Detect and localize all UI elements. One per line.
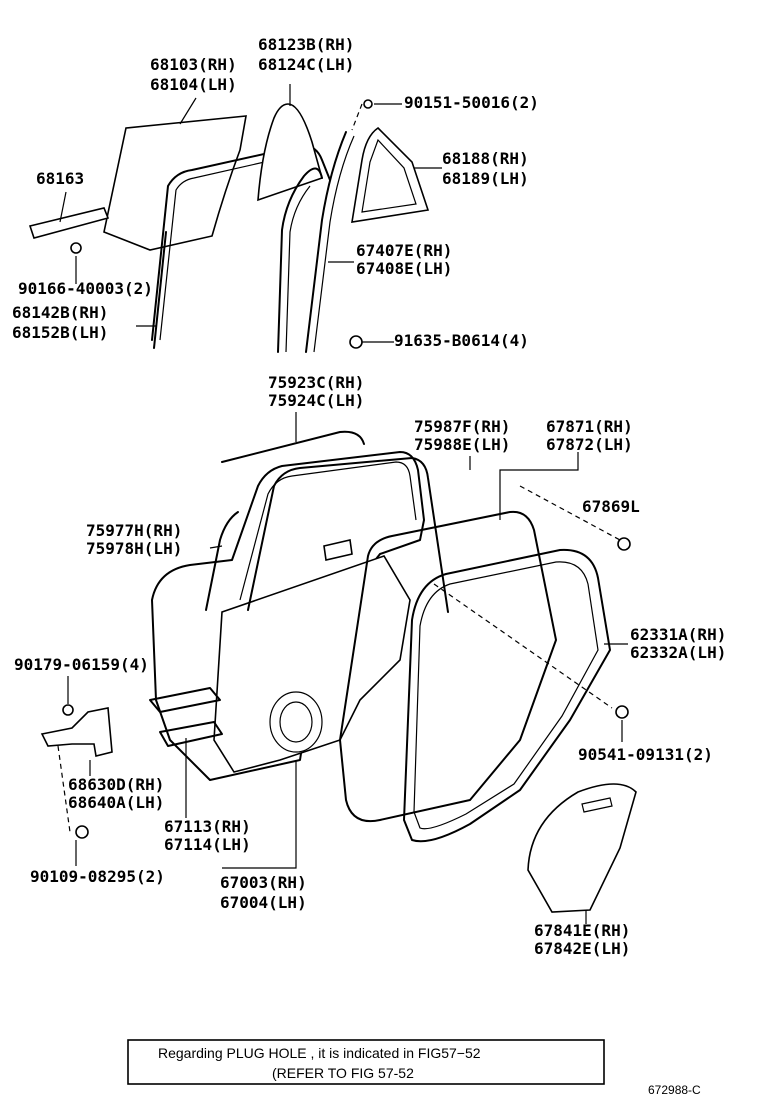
label-75987: 75987F(RH) — [414, 417, 510, 436]
label-75924: 75924C(LH) — [268, 391, 364, 410]
label-67003: 67003(RH) — [220, 873, 307, 892]
label-67872: 67872(LH) — [546, 435, 633, 454]
label-67842: 67842E(LH) — [534, 939, 630, 958]
service-hole-cover — [527, 783, 637, 913]
door-weatherstrip — [403, 548, 611, 843]
label-68124: 68124C(LH) — [258, 55, 354, 74]
label-68640: 68640A(LH) — [68, 793, 164, 812]
screw-icon — [70, 242, 82, 254]
note-box — [127, 1039, 605, 1085]
door-inner-panel — [213, 555, 411, 773]
division-weatherstrip — [305, 131, 347, 353]
quarter-glass — [257, 103, 323, 202]
label-62332: 62332A(LH) — [630, 643, 726, 662]
label-67407: 67407E(RH) — [356, 241, 452, 260]
label-67113: 67113(RH) — [164, 817, 251, 836]
speaker-hole — [269, 691, 323, 753]
division-weatherstrip-inner — [313, 135, 355, 353]
door-weatherstrip-inner — [413, 561, 599, 830]
label-90541: 90541-09131(2) — [578, 745, 713, 764]
cover-slot — [581, 797, 613, 813]
label-68142: 68142B(RH) — [12, 303, 108, 322]
leader-line — [209, 545, 223, 549]
dashed-leader — [351, 103, 363, 131]
label-68189: 68189(LH) — [442, 169, 529, 188]
glass-run-frame — [151, 144, 331, 341]
clip-icon — [615, 705, 629, 719]
rear-lower-channel — [153, 231, 167, 349]
pillar-moulding — [205, 511, 239, 611]
division-bar-inner — [285, 185, 311, 353]
door-outer-panel — [151, 451, 425, 781]
bolt-icon — [75, 825, 89, 839]
label-68103: 68103(RH) — [150, 55, 237, 74]
door-weatherstrip-outer — [339, 510, 557, 822]
rocker-moulding — [149, 687, 221, 713]
label-90151: 90151-50016(2) — [404, 93, 539, 112]
clip-icon — [617, 537, 631, 551]
label-68123: 68123B(RH) — [258, 35, 354, 54]
label-67004: 67004(LH) — [220, 893, 307, 912]
note-line-2: (REFER TO FIG 57-52 — [272, 1065, 414, 1081]
label-67841: 67841E(RH) — [534, 921, 630, 940]
leader-line — [499, 452, 579, 520]
quarter-window — [351, 126, 430, 223]
inside-handle — [323, 539, 353, 561]
label-90109: 90109-08295(2) — [30, 867, 165, 886]
label-68188: 68188(RH) — [442, 149, 529, 168]
label-75977: 75977H(RH) — [86, 521, 182, 540]
rocker-moulding-2 — [159, 721, 223, 747]
belt-moulding-upper — [221, 430, 365, 463]
speaker-hole-inner — [279, 701, 313, 743]
door-glass-run — [247, 457, 449, 613]
label-67871: 67871(RH) — [546, 417, 633, 436]
label-67408: 67408E(LH) — [356, 259, 452, 278]
bolt-icon — [62, 704, 74, 716]
label-90179: 90179-06159(4) — [14, 655, 149, 674]
leader-line — [59, 191, 67, 223]
label-75988: 75988E(LH) — [414, 435, 510, 454]
door-glass — [103, 115, 247, 251]
label-67869: 67869L — [582, 497, 640, 516]
label-68630: 68630D(RH) — [68, 775, 164, 794]
window-lower-strip — [28, 207, 110, 239]
leader-line — [179, 97, 197, 125]
label-75923: 75923C(RH) — [268, 373, 364, 392]
label-75978: 75978H(LH) — [86, 539, 182, 558]
door-frame — [239, 461, 417, 601]
label-90166: 90166-40003(2) — [18, 279, 153, 298]
screw-icon — [363, 99, 373, 109]
door-check — [40, 707, 113, 757]
label-67114: 67114(LH) — [164, 835, 251, 854]
division-bar — [277, 167, 323, 353]
note-line-1: Regarding PLUG HOLE , it is indicated in… — [158, 1045, 481, 1061]
label-62331: 62331A(RH) — [630, 625, 726, 644]
quarter-window-inner — [361, 138, 417, 213]
dashed-leader — [519, 485, 621, 541]
label-68163: 68163 — [36, 169, 84, 188]
label-91635: 91635-B0614(4) — [394, 331, 529, 350]
label-68152: 68152B(LH) — [12, 323, 108, 342]
figure-id: 672988-C — [648, 1083, 701, 1097]
dashed-leader — [433, 583, 613, 709]
screw-icon — [349, 335, 363, 349]
leader-line — [222, 760, 297, 869]
label-68104: 68104(LH) — [150, 75, 237, 94]
dashed-leader — [57, 745, 71, 833]
